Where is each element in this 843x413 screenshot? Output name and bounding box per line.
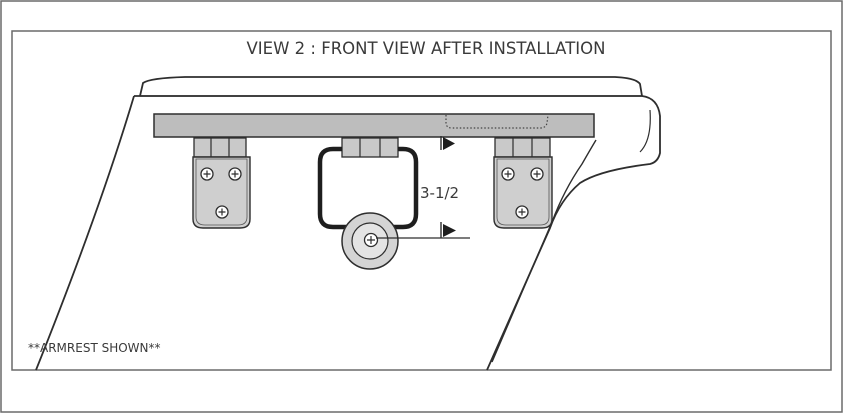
armrest-body xyxy=(134,95,661,371)
screw-icon xyxy=(501,167,515,181)
armrest-note: **ARMREST SHOWN** xyxy=(28,341,161,355)
screw-icon xyxy=(228,167,242,181)
center-hinge xyxy=(341,137,399,158)
dimension-label: 3-1/2 xyxy=(420,184,459,202)
screw-icon xyxy=(215,205,229,219)
armrest-body-left-edge xyxy=(35,95,135,371)
armrest-inner-ridge xyxy=(639,109,651,153)
inner-frame xyxy=(11,30,832,371)
diagram-title: VIEW 2 : FRONT VIEW AFTER INSTALLATION xyxy=(247,39,606,58)
armrest-lid xyxy=(139,76,643,97)
screw-icon xyxy=(363,232,379,248)
screw-icon xyxy=(200,167,214,181)
armrest-inner-contour xyxy=(491,139,597,363)
screw-icon xyxy=(530,167,544,181)
mounting-rail xyxy=(153,113,595,138)
latch-outline xyxy=(445,114,549,129)
screw-icon xyxy=(515,205,529,219)
dimension-marker xyxy=(376,136,470,239)
